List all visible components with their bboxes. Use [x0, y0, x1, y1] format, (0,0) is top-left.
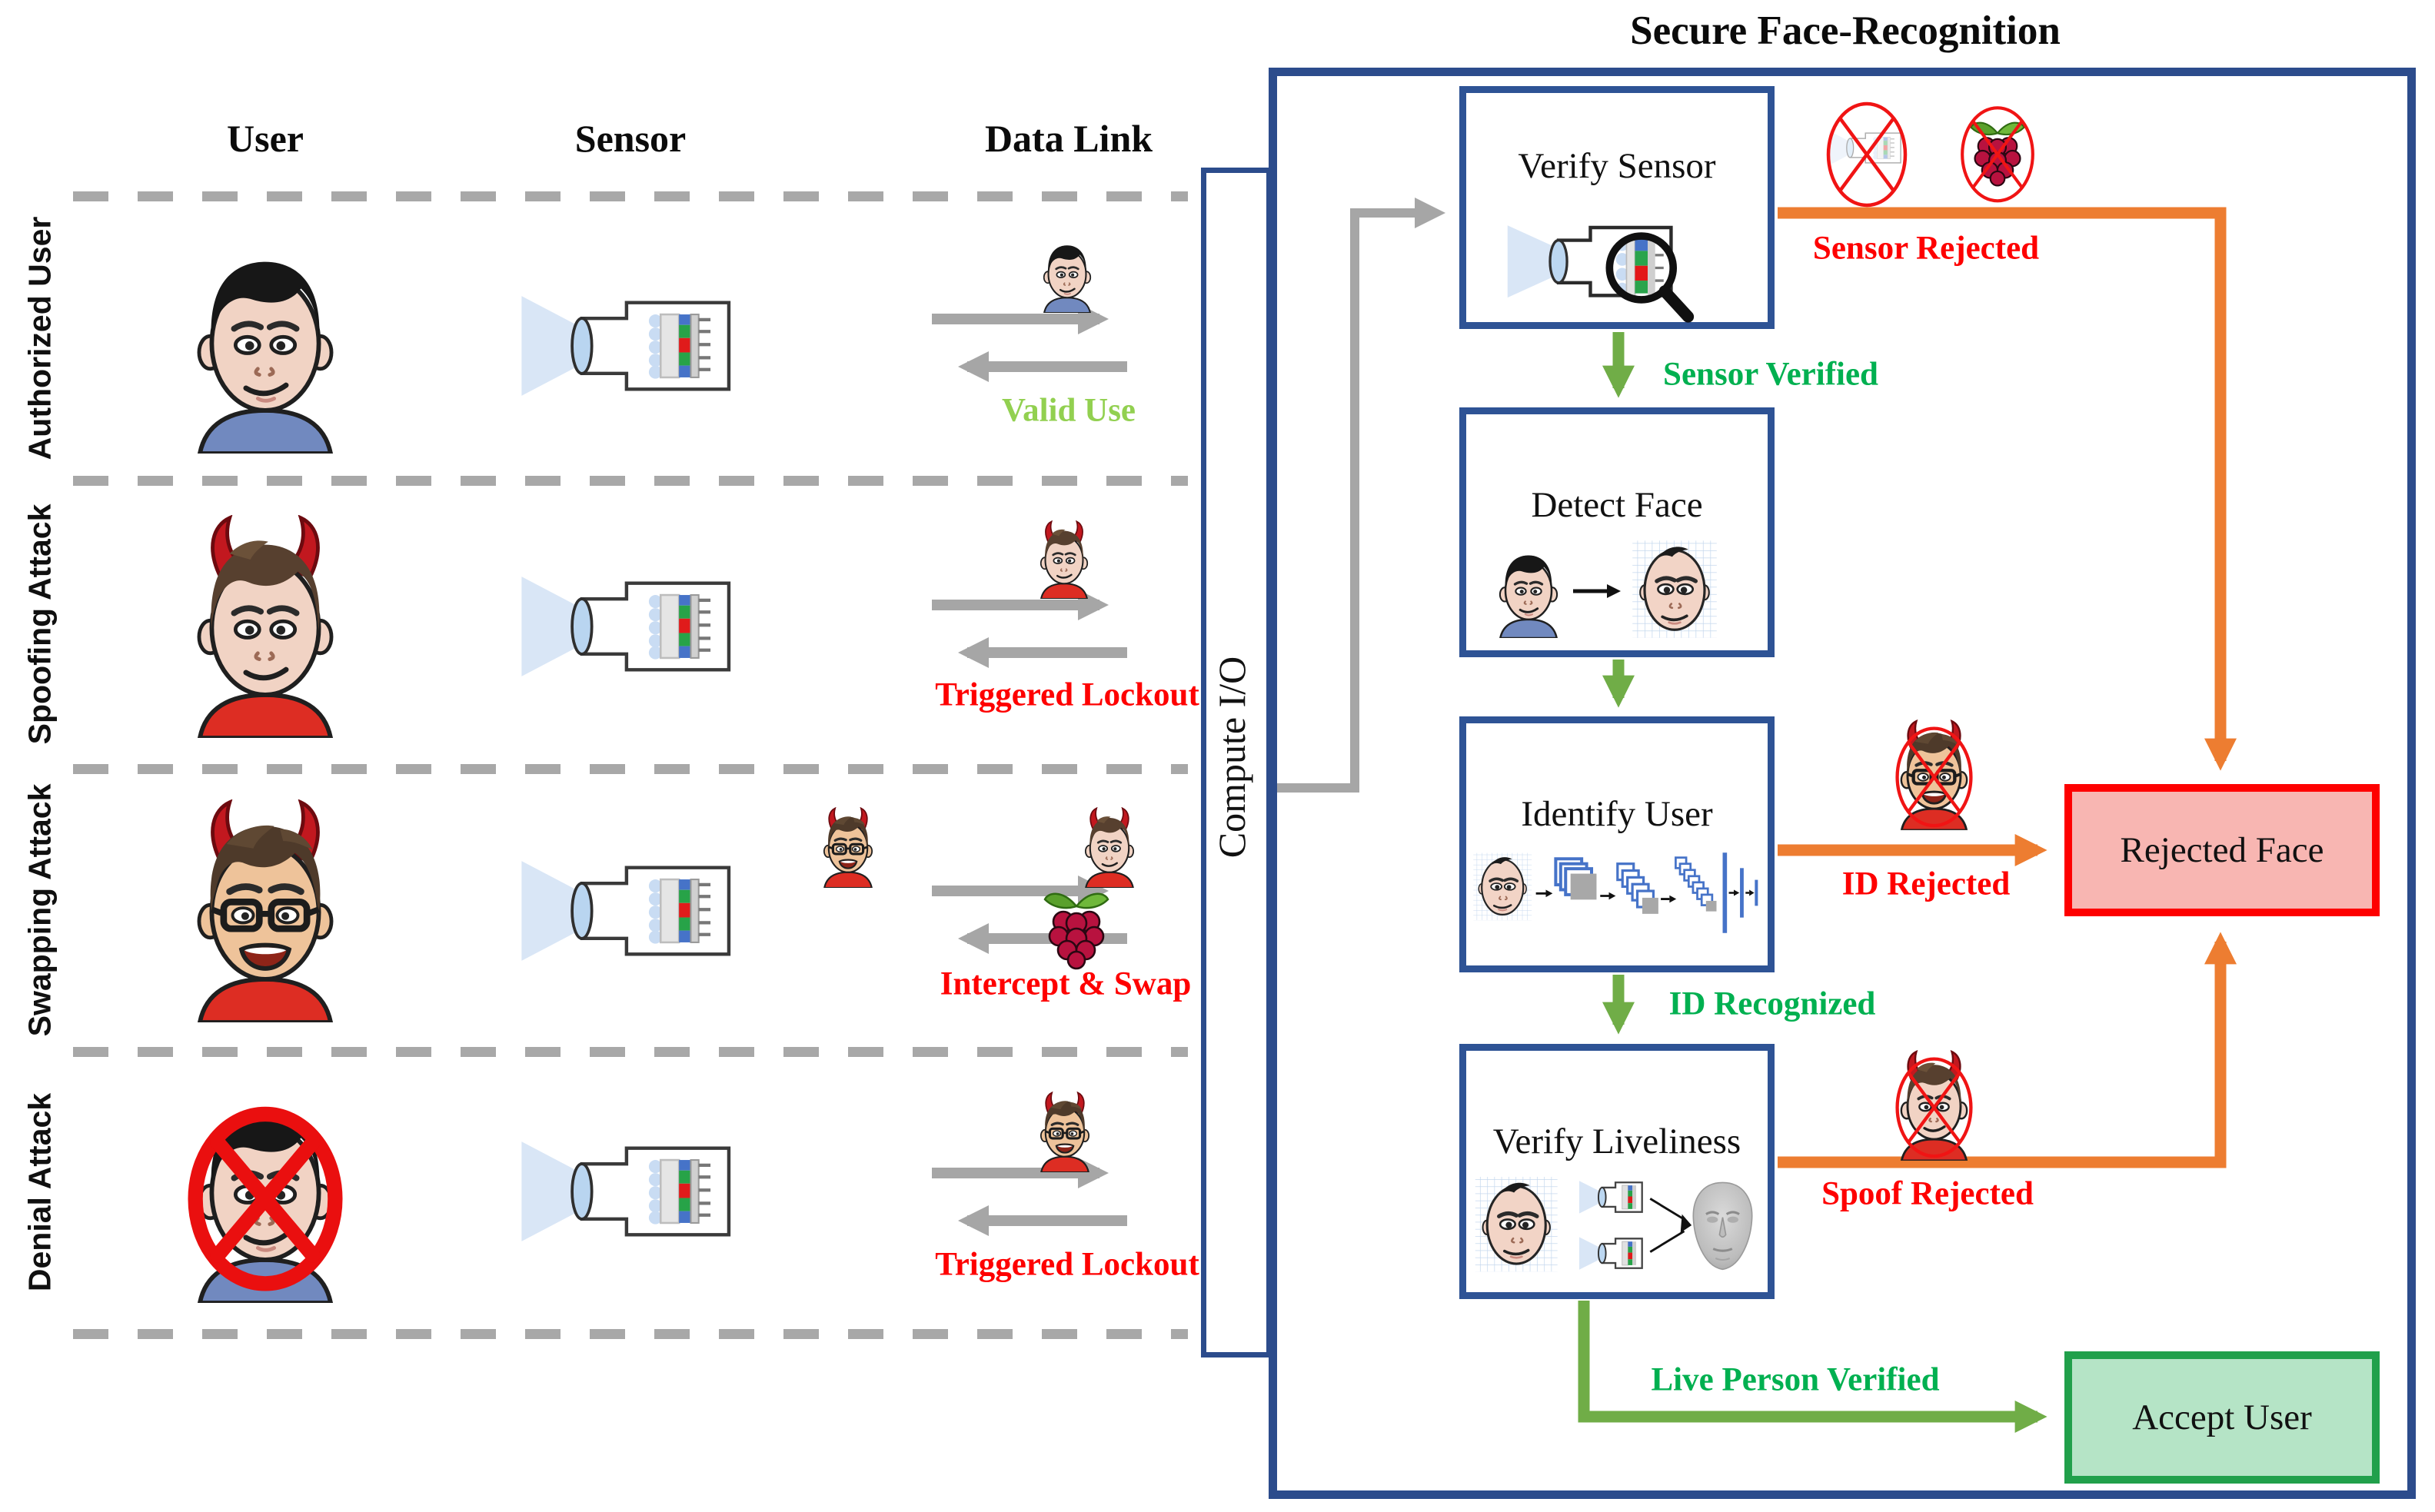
arrow-sensor-rejected: [1778, 207, 2237, 771]
edge-label-sensor-rejected: Sensor Rejected: [1812, 230, 2040, 267]
step-label-detect-face: Detect Face: [1531, 485, 1703, 525]
step-box-verify-sensor: Verify Sensor: [1459, 86, 1775, 329]
authorized-user-face-icon: [176, 231, 354, 454]
link-status-valid-use: Valid Use: [1001, 392, 1136, 429]
raspberry-interceptor-icon: [1038, 887, 1115, 973]
magnifier-sensor-icon: [1505, 208, 1728, 336]
edge-label-live-person-verified: Live Person Verified: [1651, 1361, 1940, 1398]
edge-label-spoof-rejected: Spoof Rejected: [1821, 1175, 2034, 1212]
crossed-sensor-icon: [1821, 95, 1913, 210]
detect-face-icon: [1490, 531, 1744, 646]
link-status-intercept-swap: Intercept & Swap: [940, 965, 1192, 1002]
compute-io-arrow: [1273, 198, 1445, 793]
rejected-face-label: Rejected Face: [2120, 830, 2324, 870]
link-face-devil-icon-row3: [1077, 807, 1142, 888]
secure-face-recognition-panel: [1269, 68, 2416, 1499]
denied-user-face-icon: [176, 1080, 354, 1303]
row-divider-4: [73, 1047, 1188, 1057]
camera-sensor-icon-row1: [519, 277, 742, 415]
swapping-attacker-face-icon: [176, 799, 354, 1022]
link-face-devil-glasses-icon-row4: [1033, 1092, 1097, 1172]
column-header-data-link: Data Link: [984, 117, 1153, 160]
column-header-user: User: [227, 117, 304, 160]
edge-label-id-recognized: ID Recognized: [1668, 985, 1876, 1022]
accept-user-label: Accept User: [2132, 1397, 2312, 1437]
link-status-triggered-lockout-row2: Triggered Lockout: [935, 676, 1199, 713]
rejected-face-box: Rejected Face: [2064, 784, 2380, 916]
step-box-verify-liveliness: Verify Liveliness: [1459, 1044, 1775, 1299]
camera-sensor-icon-row2: [519, 557, 742, 696]
green-flow-arrows: [1578, 332, 2047, 1433]
step-box-identify-user: Identify User: [1459, 716, 1775, 972]
row-label-spoofing-attack: Spoofing Attack: [22, 503, 58, 745]
column-header-sensor: Sensor: [574, 117, 687, 160]
row-divider-1: [73, 191, 1188, 201]
camera-sensor-icon-row4: [519, 1122, 742, 1261]
step-label-verify-sensor: Verify Sensor: [1518, 146, 1716, 186]
link-status-triggered-lockout-row4: Triggered Lockout: [935, 1246, 1199, 1283]
step-label-identify-user: Identify User: [1521, 794, 1713, 834]
crossed-devil-glasses-icon: [1890, 717, 1978, 832]
camera-sensor-icon-row3: [519, 842, 742, 980]
step-label-verify-liveliness: Verify Liveliness: [1492, 1122, 1741, 1161]
arrow-spoof-rejected: [1778, 932, 2237, 1168]
row-divider-2: [73, 476, 1188, 486]
row-divider-5: [73, 1329, 1188, 1339]
row-label-denial-attack: Denial Attack: [22, 1092, 58, 1292]
orange-reject-arrows: [1778, 207, 2237, 1168]
liveliness-3d-icon: [1473, 1166, 1761, 1284]
spoofing-attacker-face-icon: [176, 515, 354, 738]
crossed-raspberry-icon: [1955, 95, 2040, 210]
row-label-swapping-attack: Swapping Attack: [22, 783, 58, 1037]
link-face-authorized-icon: [1036, 234, 1099, 313]
edge-label-id-rejected: ID Rejected: [1841, 866, 2011, 902]
crossed-devil-icon: [1890, 1048, 1978, 1163]
compute-io-label: Compute I/O: [1210, 656, 1253, 859]
row-label-authorized-user: Authorized User: [22, 216, 58, 460]
link-face-devil-icon-row2: [1033, 520, 1096, 599]
step-box-detect-face: Detect Face: [1459, 407, 1775, 657]
row-divider-3: [73, 764, 1188, 774]
edge-label-sensor-verified: Sensor Verified: [1663, 356, 1878, 393]
arrow-live-person-verified: [1578, 1301, 2047, 1433]
accept-user-box: Accept User: [2064, 1351, 2380, 1484]
compute-io-box: [1201, 168, 1272, 1357]
page-title: Secure Face-Recognition: [1630, 8, 2061, 53]
link-face-devil-glasses-icon-row3: [816, 807, 880, 888]
cnn-identify-icon: [1472, 840, 1762, 945]
